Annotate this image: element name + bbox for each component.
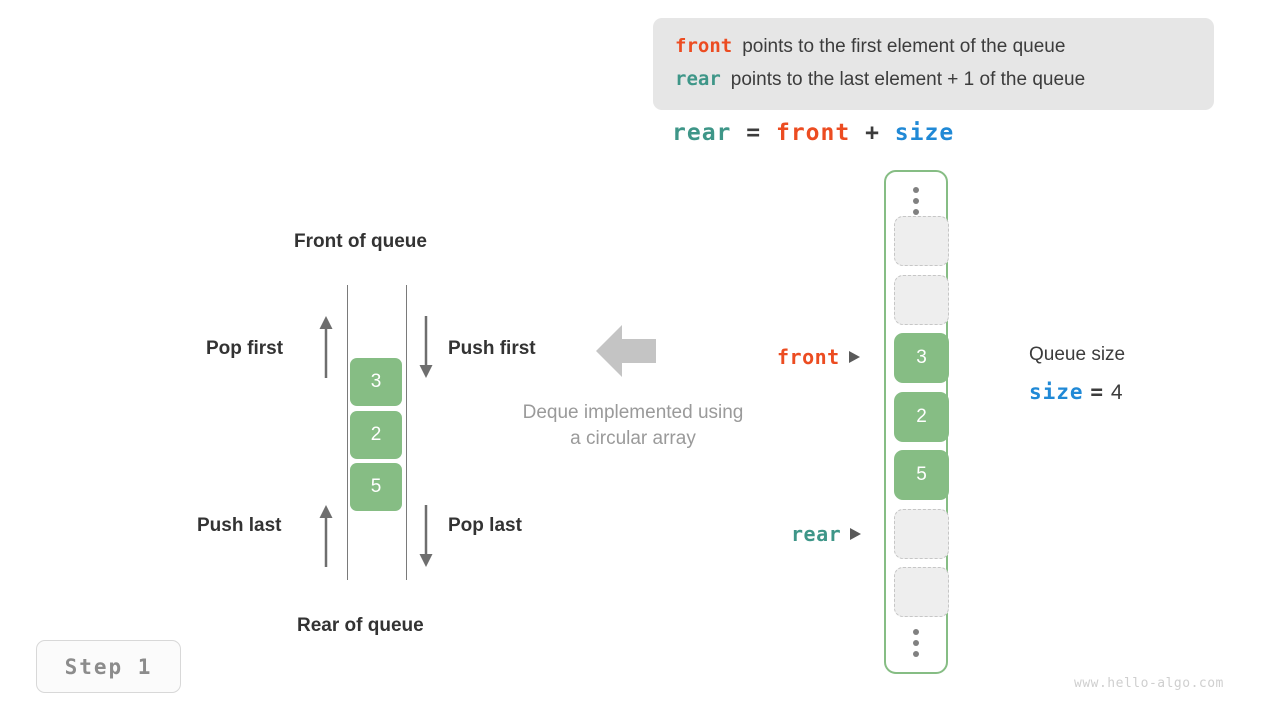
step-badge: Step 1 <box>36 640 181 693</box>
rear-pointer-label: rear <box>791 522 842 546</box>
diagram-caption: Deque implemented using a circular array <box>492 400 774 452</box>
formula-plus: + <box>865 120 880 146</box>
queue-size-title: Queue size <box>1029 344 1126 365</box>
legend-line-front: front points to the first element of the… <box>675 30 1192 63</box>
legend-box: front points to the first element of the… <box>653 18 1214 110</box>
formula-operand-size: size <box>894 120 955 146</box>
queue-size-variable: size <box>1029 380 1084 404</box>
formula-lhs: rear <box>672 120 732 146</box>
front-of-queue-label: Front of queue <box>294 231 427 252</box>
ellipsis-top-icon <box>913 187 919 215</box>
rear-of-queue-label: Rear of queue <box>297 615 424 636</box>
caption-line-2: a circular array <box>570 428 696 449</box>
push-first-label: Push first <box>448 338 536 359</box>
legend-line-rear: rear points to the last element + 1 of t… <box>675 63 1192 96</box>
deque-cell: 5 <box>350 463 402 511</box>
rear-pointer: rear <box>791 522 862 546</box>
queue-size-value: size = 4 <box>1029 380 1124 405</box>
formula-operand-front: front <box>775 120 851 146</box>
circular-array-frame: 3 2 5 <box>884 170 949 674</box>
deque-rail-right <box>406 285 407 580</box>
formula: rear = front + size <box>672 120 954 146</box>
caption-line-1: Deque implemented using <box>522 402 744 423</box>
legend-keyword-front: front <box>675 35 733 57</box>
push-last-label: Push last <box>197 515 282 536</box>
watermark: www.hello-algo.com <box>1074 676 1224 691</box>
array-cell <box>894 509 949 559</box>
deque-cell: 2 <box>350 411 402 459</box>
front-pointer: front <box>777 345 860 369</box>
rear-pointer-arrow-icon <box>850 528 862 540</box>
front-pointer-label: front <box>777 345 840 369</box>
deque-rail-left <box>347 285 348 580</box>
queue-size-equals: = <box>1090 380 1105 404</box>
deque-cell: 3 <box>350 358 402 406</box>
array-cell: 5 <box>894 450 949 500</box>
front-pointer-arrow-icon <box>848 351 860 363</box>
push-last-arrow-up-icon <box>319 505 333 567</box>
legend-keyword-rear: rear <box>675 68 721 90</box>
legend-text-rear: points to the last element + 1 of the qu… <box>730 69 1086 90</box>
array-cell: 3 <box>894 333 949 383</box>
array-cell <box>894 275 949 325</box>
pop-first-label: Pop first <box>206 338 284 359</box>
legend-text-front: points to the first element of the queue <box>742 36 1066 57</box>
pop-last-arrow-down-icon <box>419 505 433 567</box>
pop-first-arrow-up-icon <box>319 316 333 378</box>
ellipsis-bottom-icon <box>913 629 919 657</box>
push-first-arrow-down-icon <box>419 316 433 378</box>
pop-last-label: Pop last <box>448 515 522 536</box>
array-cell <box>894 216 949 266</box>
queue-size-number: 4 <box>1110 381 1124 404</box>
mapping-arrow-left-icon <box>596 325 656 377</box>
array-cell: 2 <box>894 392 949 442</box>
array-cell <box>894 567 949 617</box>
formula-equals: = <box>746 120 762 146</box>
